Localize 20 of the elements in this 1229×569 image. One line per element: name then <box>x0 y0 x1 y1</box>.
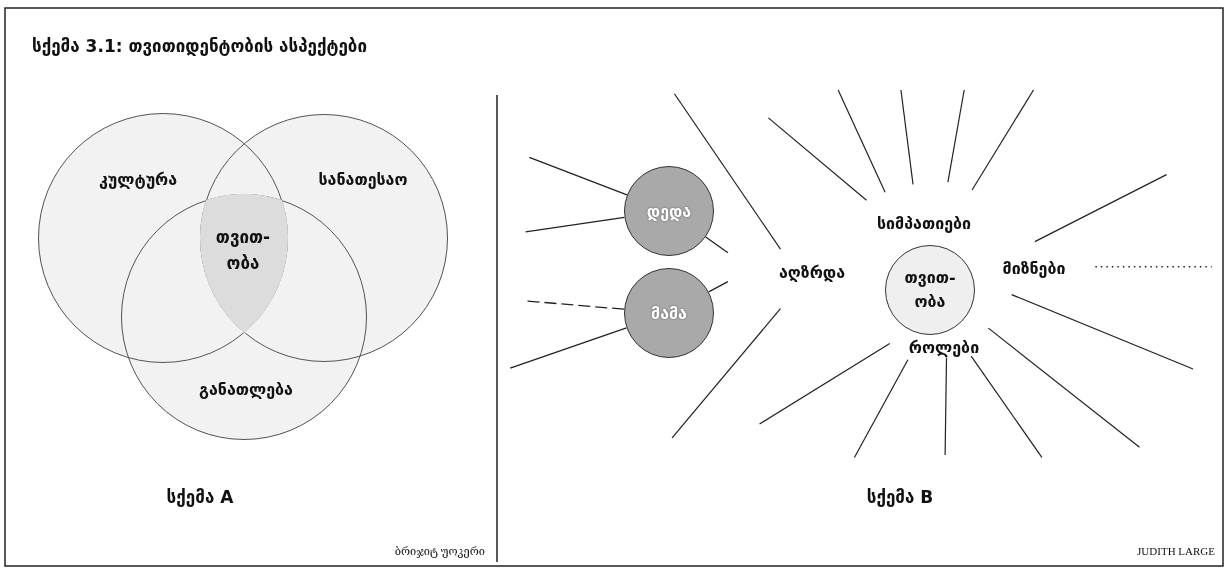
intersection-label: თვით- ობა <box>214 226 272 275</box>
scheme-caption: სქემა A <box>166 487 234 507</box>
scheme-caption: სქემა B <box>866 487 934 507</box>
circle-label: მამა <box>651 303 687 323</box>
author-credit: JUDITH LARGE <box>1137 545 1215 557</box>
diagram-title: სქემა 3.1: თვითიდენტობის ასპექტები <box>32 36 368 56</box>
aspect-label: აღზრდა <box>778 262 846 282</box>
venn-label: განათლება <box>199 379 293 399</box>
connector-line <box>509 327 628 369</box>
aspect-label: მიზნები <box>1002 258 1066 278</box>
aspect-label: სიმპათიები <box>876 213 972 233</box>
connector-line <box>524 216 626 233</box>
circle-label: თვით- ობა <box>903 267 957 313</box>
connector-line <box>705 236 729 254</box>
venn-label: სანათესაო <box>318 169 408 189</box>
connector-line <box>528 156 628 196</box>
circle-label: დედა <box>646 201 692 221</box>
venn-label: კულტურა <box>98 169 178 189</box>
author-credit: ბრიჯიტ უოკერი <box>394 544 485 558</box>
connector-line <box>708 281 729 293</box>
